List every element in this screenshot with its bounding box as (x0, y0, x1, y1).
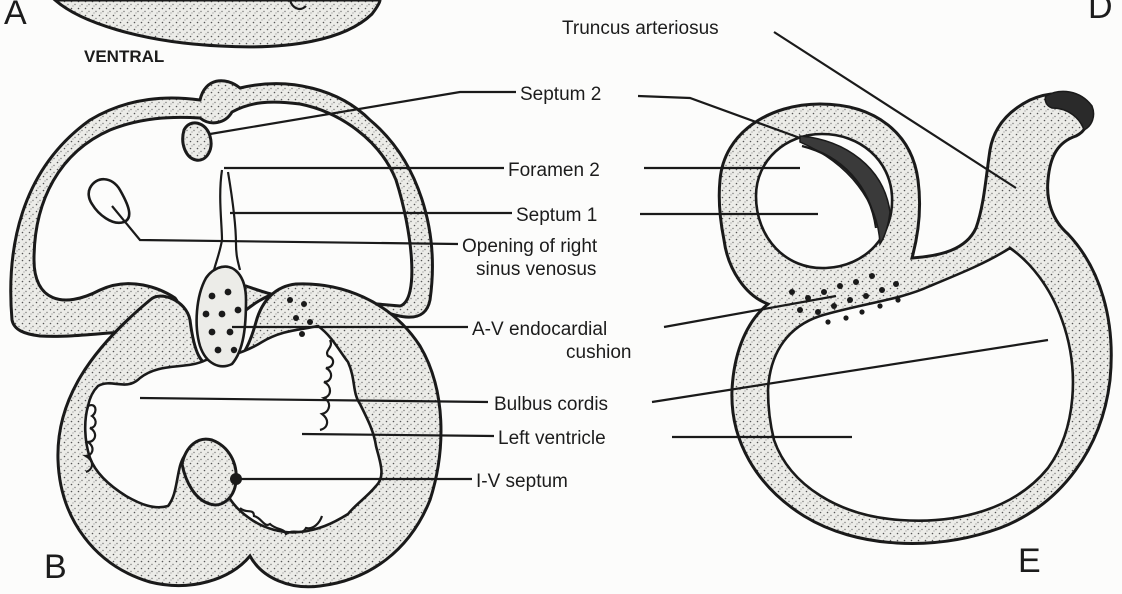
label-bulbus-cordis: Bulbus cordis (494, 394, 608, 415)
label-septum-2: Septum 2 (520, 84, 601, 105)
label-opening-line2: sinus venosus (476, 259, 596, 280)
panel-letter-a: A (4, 0, 27, 32)
sinus-venosus-opening (89, 179, 130, 223)
panel-letter-b: B (44, 548, 67, 586)
panel-letter-d: D (1088, 0, 1113, 26)
label-truncus-arteriosus: Truncus arteriosus (562, 18, 719, 39)
label-av-line1: A-V endocardial (472, 319, 607, 340)
panel-letter-e: E (1018, 542, 1041, 580)
septum2-fold (183, 123, 211, 160)
panel-a-fragment (55, 0, 380, 47)
label-opening-line1: Opening of right (462, 236, 598, 257)
label-foramen-2: Foramen 2 (508, 160, 600, 181)
septum1-membrane (214, 170, 222, 270)
label-septum-1: Septum 1 (516, 205, 597, 226)
label-av-line2: cushion (566, 342, 632, 363)
label-iv-septum: I-V septum (476, 471, 568, 492)
label-left-ventricle: Left ventricle (498, 428, 606, 449)
septum1-membrane-right (228, 172, 240, 270)
orientation-label: VENTRAL (84, 47, 164, 66)
